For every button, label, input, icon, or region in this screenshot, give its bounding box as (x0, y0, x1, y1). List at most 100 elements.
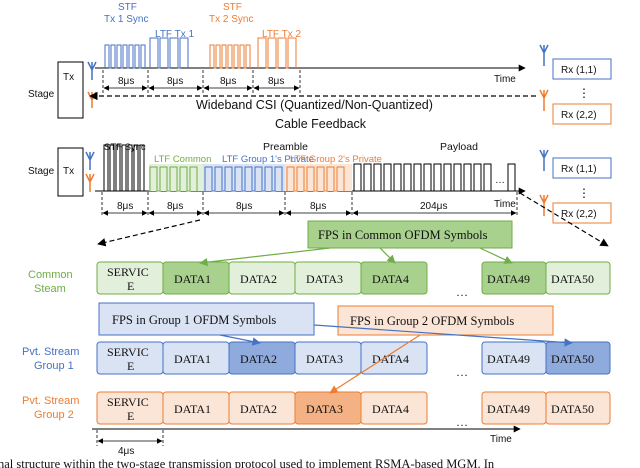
ltf-group2-label: LTF Group 2's Private (290, 154, 382, 165)
ltf-common-region (149, 164, 203, 191)
ltf-group1-pulses (204, 166, 283, 192)
service-label: E (127, 409, 134, 423)
duration-label: 8μs (117, 201, 133, 212)
stage-2-tx-label: Tx (63, 166, 74, 177)
data-label: DATA1 (174, 272, 211, 286)
data-label: DATA4 (372, 402, 409, 416)
detail-duration-label: 4μs (118, 446, 134, 457)
stage-2-tx-box (57, 147, 84, 197)
stage-2-label: Stage 2: (28, 166, 65, 177)
data-block (360, 341, 428, 375)
caption-text: nal structure within the two-stage trans… (0, 457, 495, 468)
antenna-icon (539, 194, 549, 216)
data-label: DATA2 (240, 402, 277, 416)
g2-row-label: Group 2 (34, 409, 74, 421)
csi-label: Wideband CSI (Quantized/Non-Quantized) (196, 98, 433, 112)
duration-label: 8μs (167, 76, 183, 87)
data-label: DATA49 (487, 352, 530, 366)
fps-g2-arrows (329, 334, 421, 394)
ellipsis: … (456, 365, 468, 379)
data-label: DATA4 (372, 352, 409, 366)
payload-label: Payload (440, 141, 478, 153)
stage-2-rx-top-label: Rx (1,1) (561, 164, 597, 175)
common-row-label: Common (28, 269, 73, 281)
duration-label: 8μs (236, 201, 252, 212)
fps-g1-box (98, 302, 315, 336)
service-label: E (127, 279, 134, 293)
payload-dots: … (495, 175, 505, 186)
stf-tx1-pulses (104, 44, 146, 69)
stf1-label: STF (118, 2, 137, 13)
duration-label: 8μs (118, 76, 134, 87)
data-label: DATA3 (306, 352, 343, 366)
zoom-arrow-left (97, 219, 201, 247)
detail-time-label: Time (490, 434, 512, 445)
data-label: DATA1 (174, 352, 211, 366)
cable-feedback-label: Cable Feedback (275, 117, 367, 131)
data-block (545, 391, 611, 425)
ltf-group2-pulses (286, 166, 345, 192)
antenna-icon (85, 151, 95, 170)
stage-2-dividers (101, 192, 518, 216)
data-block (545, 341, 611, 375)
data-label: DATA50 (551, 272, 594, 286)
data-block (545, 261, 611, 295)
fps-g2-label: FPS in Group 2 OFDM Symbols (350, 314, 514, 328)
antenna-icon (539, 149, 549, 171)
stage-1-tx-box (57, 61, 84, 119)
common-row: SERVIC E DATA1 DATA2 DATA3 DATA4 … DATA4… (96, 261, 611, 299)
service-label: SERVIC (107, 265, 149, 279)
stage-2-rx-top (552, 157, 612, 179)
stage-2-rx-bottom-label: Rx (2,2) (561, 209, 597, 220)
tx2-sync-label: Tx 2 Sync (209, 14, 253, 25)
tx1-sync-label: Tx 1 Sync (104, 14, 148, 25)
zoom-arrow-right (519, 192, 609, 247)
data-label: DATA49 (487, 272, 530, 286)
payload-last-pulse (507, 163, 516, 191)
stage-1-label: Stage 1: (28, 89, 65, 100)
fps-common-box (307, 220, 513, 249)
ellipsis: … (456, 415, 468, 429)
common-row-label: Steam (34, 283, 66, 295)
antenna-icon (539, 44, 549, 66)
antenna-icon (539, 89, 549, 111)
payload-pulses (353, 163, 492, 192)
service-label: SERVIC (107, 395, 149, 409)
ltf-tx1-label: LTF Tx 1 (155, 29, 195, 40)
group2-row: SERVIC E DATA1 DATA2 DATA3 DATA4 … DATA4… (96, 391, 611, 429)
antenna-icon (87, 91, 97, 108)
data-label: DATA50 (551, 402, 594, 416)
g1-row-label: Pvt. Stream (22, 346, 79, 358)
detail-dividers (96, 430, 164, 446)
data-label: DATA50 (551, 352, 594, 366)
g2-row-label: Pvt. Stream (22, 395, 79, 407)
duration-label: 204μs (420, 201, 447, 212)
stf-sync-label: STF Sync (104, 142, 146, 153)
data-label: DATA3 (306, 402, 343, 416)
stage-2: Stage 2: Tx Time STF Sync LTF Common LTF… (28, 141, 612, 224)
stage-1-tx-label: Tx (63, 72, 74, 83)
ltf-group1-region (203, 164, 285, 191)
fps-g1-label: FPS in Group 1 OFDM Symbols (112, 313, 276, 327)
duration-label: 8μs (167, 201, 183, 212)
stage-2-time-label: Time (494, 199, 516, 210)
stage-2-rx-dots: ⋮ (578, 186, 590, 200)
ltf-group2-region (285, 164, 352, 191)
stage-1-rx-dots: ⋮ (578, 86, 590, 100)
stage-1-rx-top-label: Rx (1,1) (561, 65, 597, 76)
data-label: DATA4 (372, 272, 409, 286)
stage-2-rx-bottom (552, 202, 612, 224)
stf-tx2-pulses (209, 44, 251, 69)
g1-row-label: Group 1 (34, 360, 74, 372)
data-label: DATA49 (487, 402, 530, 416)
stage-1: Stage 1: Tx Time STF Tx 1 Sync LTF Tx 1 … (28, 2, 612, 131)
stf2-label: STF (223, 2, 242, 13)
duration-label: 8μs (268, 76, 284, 87)
stf-sync-pulses (103, 144, 145, 192)
data-label: DATA1 (174, 402, 211, 416)
ellipsis: … (456, 285, 468, 299)
preamble-label: Preamble (263, 141, 308, 153)
duration-label: 8μs (310, 201, 326, 212)
duration-label: 8μs (220, 76, 236, 87)
